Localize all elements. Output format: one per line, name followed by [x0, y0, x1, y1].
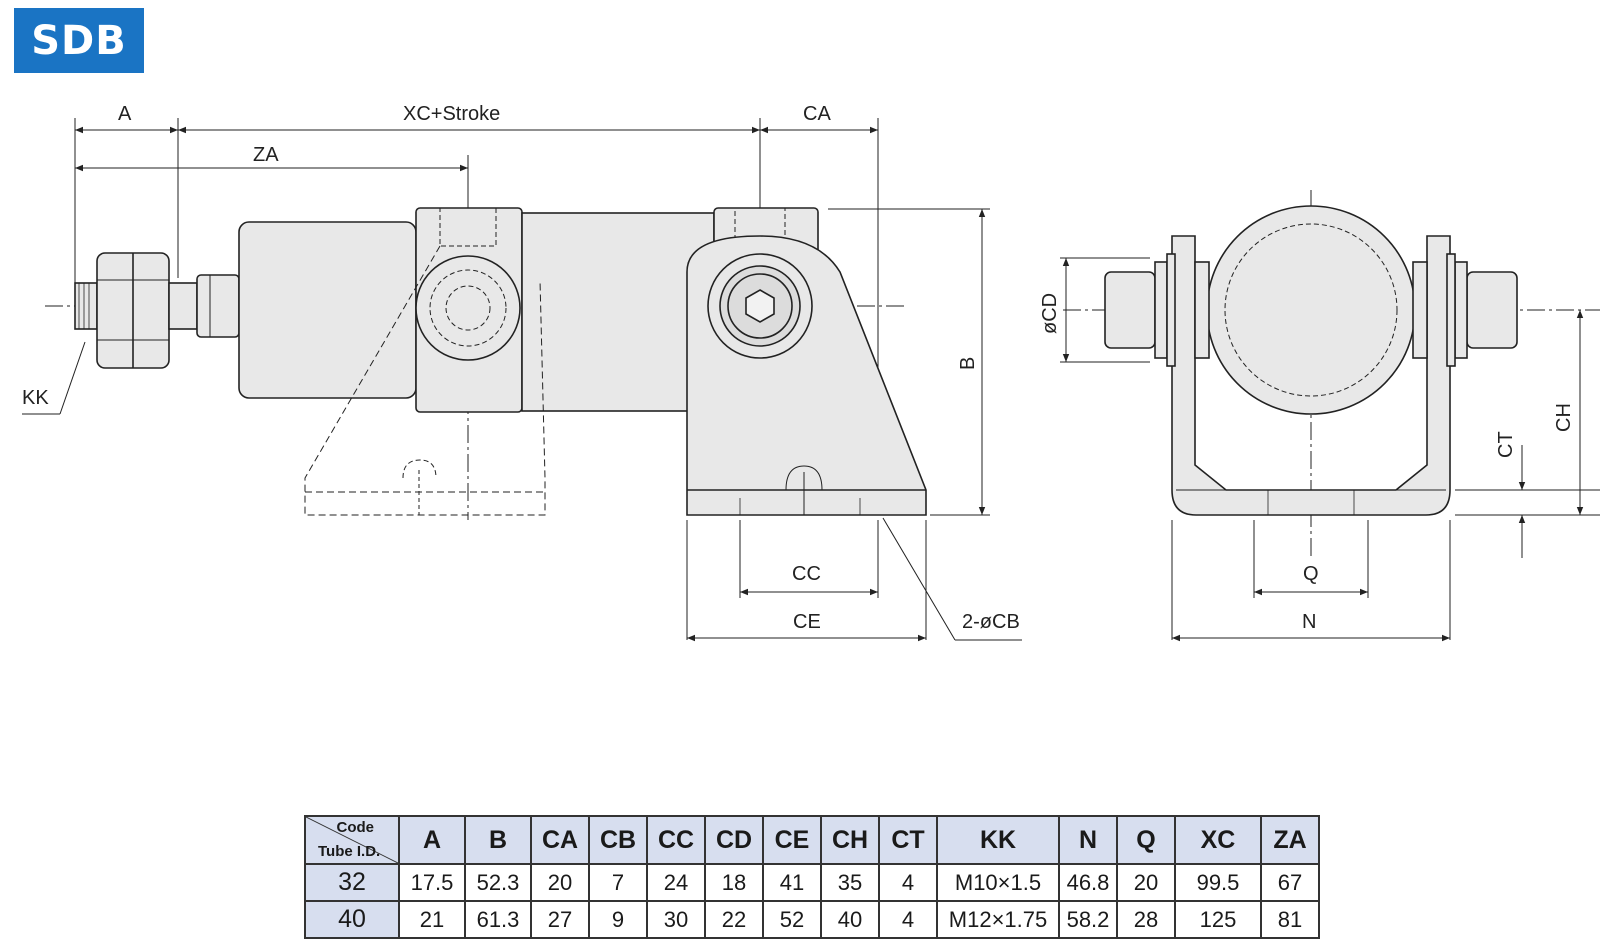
table-cell: M12×1.75	[936, 900, 1060, 939]
table-cell: 18	[704, 863, 764, 902]
table-cell: 81	[1260, 900, 1320, 939]
end-view	[1060, 190, 1600, 640]
brand-logo-text: SDB	[31, 17, 127, 64]
table-cell: 21	[398, 900, 466, 939]
row-header-tube-id: 32	[304, 863, 400, 902]
table-cell: 7	[588, 863, 648, 902]
col-header-ch: CH	[820, 815, 880, 865]
dim-label-n: N	[1302, 611, 1316, 633]
table-cell: 125	[1174, 900, 1262, 939]
dim-label-a: A	[118, 103, 132, 125]
col-header-ca: CA	[530, 815, 590, 865]
side-view	[45, 118, 990, 640]
table-cell: 99.5	[1174, 863, 1262, 902]
dim-label-za: ZA	[253, 144, 279, 166]
table-cell: 58.2	[1058, 900, 1118, 939]
corner-label-tube-id: Tube I.D.	[318, 843, 381, 860]
dim-label-ca: CA	[803, 103, 831, 125]
col-header-a: A	[398, 815, 466, 865]
table-cell: 20	[1116, 863, 1176, 902]
col-header-xc: XC	[1174, 815, 1262, 865]
row-header-tube-id: 40	[304, 900, 400, 939]
table-row: 40 21 61.3 27 9 30 22 52 40 4 M12×1.75 5…	[304, 900, 1320, 939]
dim-label-ct: CT	[1495, 431, 1517, 458]
col-header-b: B	[464, 815, 532, 865]
dim-label-b: B	[957, 357, 979, 370]
dim-label-ce: CE	[793, 611, 821, 633]
table-cell: 22	[704, 900, 764, 939]
dim-label-ch: CH	[1553, 403, 1575, 432]
dim-label-cb: 2-øCB	[962, 611, 1020, 633]
table-cell: 40	[820, 900, 880, 939]
brand-logo: SDB	[14, 8, 144, 73]
table-cell: 24	[646, 863, 706, 902]
col-header-q: Q	[1116, 815, 1176, 865]
col-header-za: ZA	[1260, 815, 1320, 865]
table-row: 32 17.5 52.3 20 7 24 18 41 35 4 M10×1.5 …	[304, 863, 1320, 902]
table-cell: 67	[1260, 863, 1320, 902]
col-header-cd: CD	[704, 815, 764, 865]
table-cell: 35	[820, 863, 880, 902]
dim-label-cd: øCD	[1039, 293, 1061, 334]
dim-label-xc-stroke: XC+Stroke	[403, 103, 500, 125]
table-cell: 30	[646, 900, 706, 939]
table-header-row: Code Tube I.D. A B CA CB CC CD CE CH CT …	[304, 815, 1320, 865]
table-cell: 41	[762, 863, 822, 902]
dim-label-cc: CC	[792, 563, 821, 585]
table-cell: 9	[588, 900, 648, 939]
table-cell: 52	[762, 900, 822, 939]
spec-table: Code Tube I.D. A B CA CB CC CD CE CH CT …	[304, 815, 1320, 939]
table-cell: 17.5	[398, 863, 466, 902]
table-cell: 46.8	[1058, 863, 1118, 902]
table-cell: 20	[530, 863, 590, 902]
col-header-kk: KK	[936, 815, 1060, 865]
table-cell: 28	[1116, 900, 1176, 939]
table-cell: M10×1.5	[936, 863, 1060, 902]
dim-label-kk: KK	[22, 387, 49, 409]
col-header-n: N	[1058, 815, 1118, 865]
table-cell: 27	[530, 900, 590, 939]
col-header-ce: CE	[762, 815, 822, 865]
table-cell: 52.3	[464, 863, 532, 902]
col-header-ct: CT	[878, 815, 938, 865]
table-cell: 4	[878, 900, 938, 939]
technical-drawing: A XC+Stroke CA ZA KK B CC CE 2-øCB	[22, 103, 1600, 642]
table-cell: 61.3	[464, 900, 532, 939]
dim-label-q: Q	[1303, 563, 1319, 585]
col-header-cb: CB	[588, 815, 648, 865]
col-header-cc: CC	[646, 815, 706, 865]
table-cell: 4	[878, 863, 938, 902]
table-corner-cell: Code Tube I.D.	[304, 815, 400, 865]
corner-label-code: Code	[336, 819, 375, 836]
